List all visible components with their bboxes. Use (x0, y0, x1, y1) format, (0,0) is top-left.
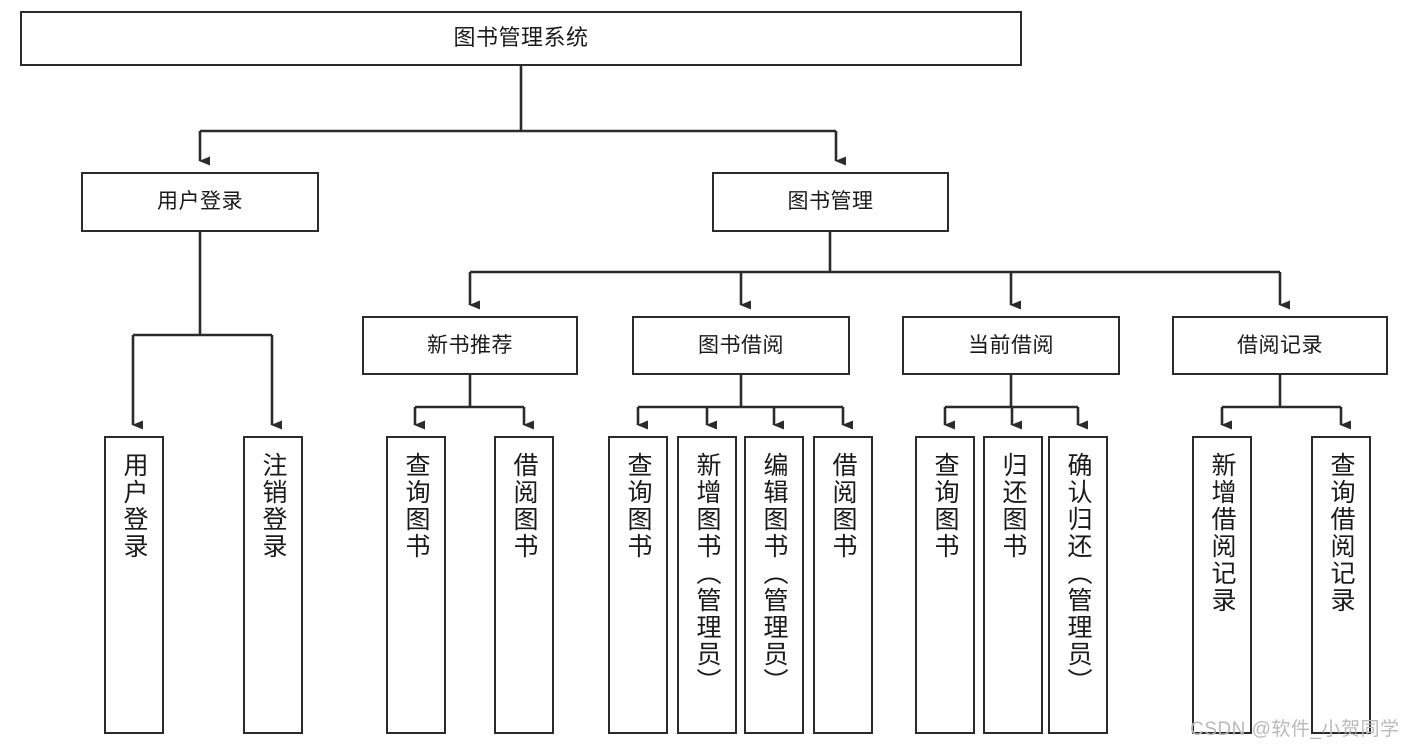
node-borrow-record[interactable]: 借阅记录 (1172, 316, 1388, 375)
node-leaf-return-book[interactable]: 归还图书 (983, 436, 1043, 734)
node-leaf-query-book-a-label: 查询图书 (402, 452, 430, 560)
node-leaf-query-borrow-record-label: 查询借阅记录 (1327, 452, 1355, 614)
node-leaf-edit-book[interactable]: 编辑图书（管理员） (744, 436, 804, 734)
node-book-management-label: 图书管理 (787, 190, 874, 214)
node-leaf-add-book[interactable]: 新增图书（管理员） (677, 436, 737, 734)
node-user-login[interactable]: 用户登录 (81, 172, 319, 232)
node-leaf-confirm-return-label: 确认归还（管理员） (1064, 452, 1092, 695)
node-leaf-borrow-book-a-label: 借阅图书 (510, 452, 538, 560)
node-leaf-query-book-a[interactable]: 查询图书 (386, 436, 446, 734)
node-borrow-record-label: 借阅记录 (1237, 333, 1323, 357)
node-root-label: 图书管理系统 (453, 25, 589, 51)
node-leaf-query-book-b[interactable]: 查询图书 (608, 436, 668, 734)
node-leaf-borrow-book-a[interactable]: 借阅图书 (494, 436, 554, 734)
node-leaf-add-book-label: 新增图书（管理员） (693, 452, 721, 695)
node-leaf-return-book-label: 归还图书 (999, 452, 1027, 560)
node-leaf-query-borrow-record[interactable]: 查询借阅记录 (1311, 436, 1371, 734)
node-leaf-user-login[interactable]: 用户登录 (104, 436, 164, 734)
node-leaf-add-borrow-record[interactable]: 新增借阅记录 (1192, 436, 1252, 734)
node-leaf-borrow-book-b[interactable]: 借阅图书 (813, 436, 873, 734)
node-book-borrow-label: 图书借阅 (698, 333, 784, 357)
node-leaf-user-logout[interactable]: 注销登录 (243, 436, 303, 734)
csdn-watermark: CSDN @软件_小贺同学 (1190, 719, 1400, 740)
node-root[interactable]: 图书管理系统 (20, 11, 1022, 66)
node-user-login-label: 用户登录 (157, 190, 243, 214)
node-leaf-borrow-book-b-label: 借阅图书 (829, 452, 857, 560)
node-leaf-user-login-label: 用户登录 (120, 452, 148, 560)
node-new-book-recommend-label: 新书推荐 (427, 333, 513, 357)
node-book-borrow[interactable]: 图书借阅 (632, 316, 850, 375)
node-leaf-query-book-c[interactable]: 查询图书 (915, 436, 975, 734)
node-leaf-edit-book-label: 编辑图书（管理员） (760, 452, 788, 695)
node-leaf-add-borrow-record-label: 新增借阅记录 (1208, 452, 1236, 614)
node-current-borrow[interactable]: 当前借阅 (902, 316, 1120, 375)
node-current-borrow-label: 当前借阅 (968, 333, 1054, 357)
node-leaf-query-book-c-label: 查询图书 (931, 452, 959, 560)
node-leaf-user-logout-label: 注销登录 (259, 452, 287, 560)
node-new-book-recommend[interactable]: 新书推荐 (362, 316, 578, 375)
node-leaf-confirm-return[interactable]: 确认归还（管理员） (1048, 436, 1108, 734)
node-leaf-query-book-b-label: 查询图书 (624, 452, 652, 560)
node-book-management[interactable]: 图书管理 (712, 172, 949, 232)
